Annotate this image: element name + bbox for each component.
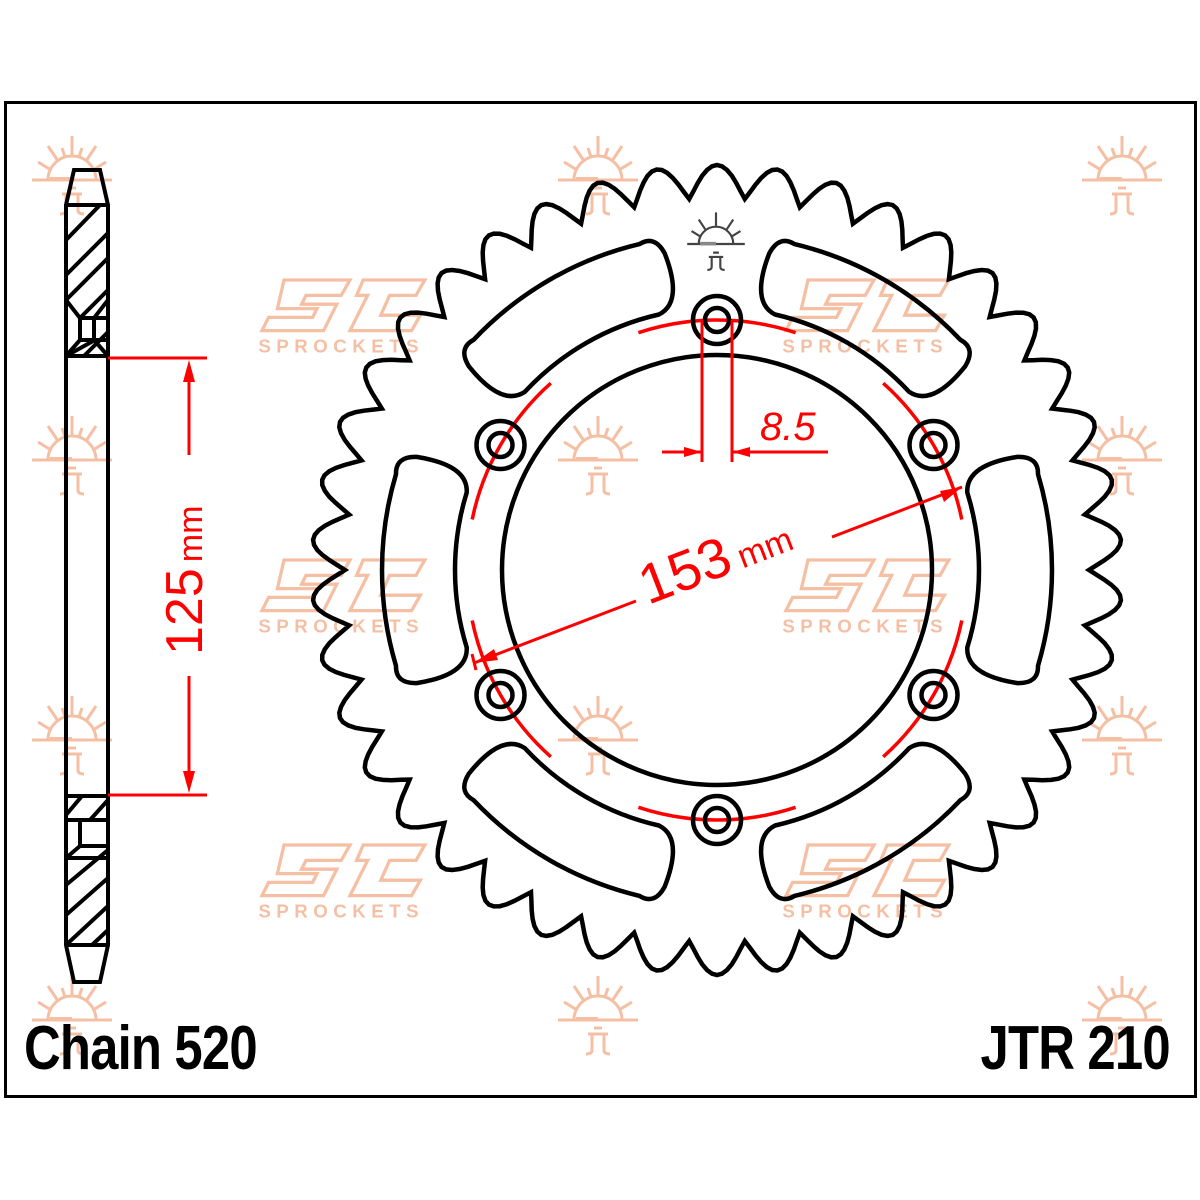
center-bore-dimension [108, 356, 207, 797]
sprocket-teeth-outline [310, 162, 1124, 978]
sprocket-face-view [310, 162, 1124, 978]
chain-size-label: Chain 520 [24, 1014, 258, 1083]
bolt-hole-dimension [662, 320, 828, 462]
lightening-slots [379, 238, 1055, 902]
bolt-hole-value: 8.5 [760, 405, 816, 449]
part-number-label: JTR 210 [980, 1014, 1171, 1083]
bolt-holes [474, 293, 960, 847]
jt-sun-logo-icon [687, 212, 745, 271]
pcd-value: 153mm [630, 501, 800, 616]
center-bore-value: 125mm [156, 506, 214, 655]
pcd-circle [470, 318, 964, 822]
center-bore-circle [499, 352, 935, 788]
drawing-frame [4, 101, 1197, 1098]
sprocket-side-profile [64, 168, 110, 984]
pcd-dimension [470, 485, 963, 671]
